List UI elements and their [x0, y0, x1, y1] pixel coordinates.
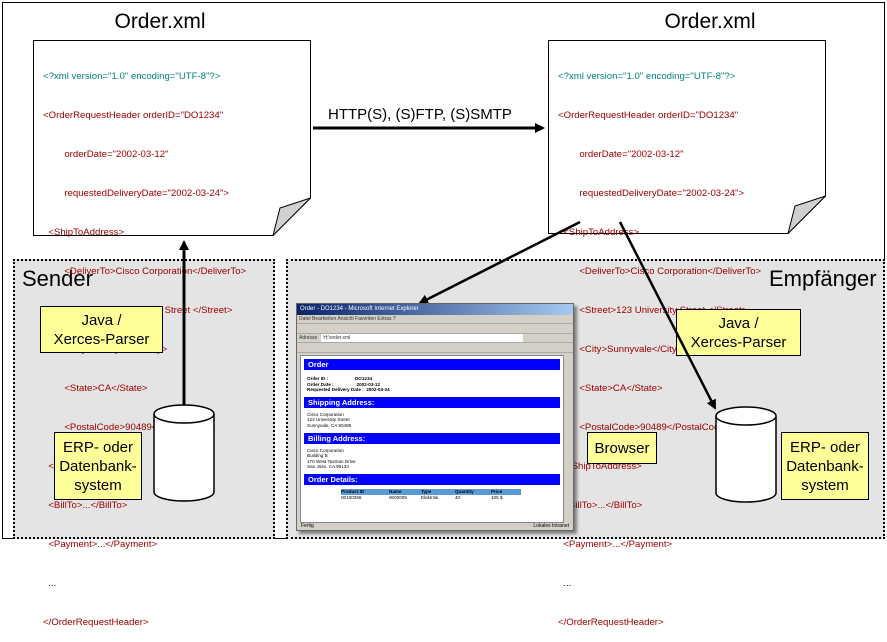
sender-parser-box: Java / Xerces-Parser: [40, 306, 163, 353]
protocol-label: HTTP(S), (S)FTP, (S)SMTP: [328, 106, 512, 123]
browser-window: Order - DO1234 - Microsoft Internet Expl…: [296, 303, 574, 531]
xml-line: <ShipToAddress>: [43, 227, 125, 238]
xml-line: <OrderRequestHeader orderID="DO1234": [558, 110, 739, 121]
doc-to-browser-arrow: [418, 220, 581, 305]
billing-text: Cisco Corporation Building B 170 West Ta…: [307, 447, 356, 470]
browser-title-bar: Order - DO1234 - Microsoft Internet Expl…: [297, 304, 573, 315]
sender-erp-label: ERP- oder Datenbank- system: [59, 438, 137, 494]
xml-line: <City>Sunnyvale</City>: [558, 344, 683, 355]
address-label: Adresse: [299, 335, 318, 341]
details-cell: WD0005: [389, 494, 407, 500]
xml-line: </ShipToAddress>: [558, 461, 642, 472]
xml-line: <PostalCode>90489</PostalCode>: [43, 422, 216, 433]
xml-line: orderDate="2002-03-12": [558, 149, 684, 160]
doc-to-database-arrow: [618, 221, 717, 410]
details-header: Type: [421, 488, 455, 495]
xml-line: <BillTo>...</BillTo>: [558, 500, 643, 511]
left-doc-title: Order.xml: [114, 10, 206, 33]
browser-links-bar: [297, 343, 573, 353]
details-header: Quantity: [455, 488, 491, 495]
shipping-text: Cisco Corporation 123 University Street …: [307, 411, 352, 428]
xml-line: <State>CA</State>: [43, 383, 148, 394]
browser-toolbar: [297, 324, 573, 334]
section-shipping: Shipping Address:: [304, 396, 560, 408]
browser-page: Order Order ID : DO1234 Order Date : 200…: [300, 355, 564, 523]
details-table: Product ID Name Type Quantity Price 0010…: [341, 488, 563, 501]
xml-line: <ShipToAddress>: [558, 227, 640, 238]
xml-line: </OrderRequestHeader>: [43, 617, 149, 628]
receiver-erp-label: ERP- oder Datenbank- system: [786, 438, 864, 494]
browser-address-bar: Adresse H:\order.xml: [297, 334, 573, 343]
details-header: Price: [491, 488, 521, 495]
xml-line: <?xml version="1.0" encoding="UTF-8"?>: [43, 71, 221, 82]
receiver-parser-box: Java / Xerces-Parser: [676, 309, 801, 356]
details-header: Name: [389, 488, 421, 495]
browser-label: Browser: [594, 439, 650, 457]
details-cell: 105 $: [491, 494, 503, 500]
sender-title: Sender: [22, 266, 93, 291]
xml-line: <PostalCode>90489</PostalCode>: [558, 422, 731, 433]
details-cell: 40: [455, 494, 461, 500]
status-left: Fertig: [301, 523, 314, 529]
sender-database-icon: [153, 404, 215, 502]
order-fields: Order ID : DO1234 Order Date : 2002-03-1…: [307, 376, 390, 393]
status-right: Lokales Intranet: [533, 523, 569, 529]
sender-erp-box: ERP- oder Datenbank- system: [54, 432, 142, 500]
xml-line: <OrderRequestHeader orderID="DO1234": [43, 110, 224, 121]
xml-line: <BillTo>...</BillTo>: [43, 500, 128, 511]
receiver-erp-box: ERP- oder Datenbank- system: [781, 432, 869, 500]
xml-line: <?xml version="1.0" encoding="UTF-8"?>: [558, 71, 736, 82]
sender-parser-label: Java / Xerces-Parser: [53, 311, 150, 348]
section-details: Order Details:: [304, 473, 560, 485]
xml-line: <State>CA</State>: [558, 383, 663, 394]
xml-line: orderDate="2002-03-12": [43, 149, 169, 160]
xml-line: requestedDeliveryDate="2002-03-24">: [43, 188, 230, 199]
xml-line: requestedDeliveryDate="2002-03-24">: [558, 188, 745, 199]
section-order: Order: [304, 359, 560, 370]
xml-line: ...: [43, 578, 57, 589]
diagram-connectors: [153, 123, 777, 503]
left-doc-page: [33, 40, 311, 236]
details-cell: 00100356: [341, 494, 362, 500]
receiver-database-icon: [715, 406, 777, 503]
browser-label-box: Browser: [587, 432, 657, 464]
section-billing: Billing Address:: [304, 432, 560, 444]
receiver-parser-label: Java / Xerces-Parser: [690, 314, 787, 351]
xml-line: <DeliverTo>Cisco Corporation</DeliverTo>: [43, 266, 247, 277]
receiver-title: Empfänger: [769, 266, 877, 291]
details-cell: Elektrisk: [421, 494, 439, 500]
right-doc-page: [548, 40, 826, 234]
xml-line: ...: [558, 578, 572, 589]
browser-menu-bar: Datei Bearbeiten Ansicht Favoriten Extra…: [297, 315, 573, 324]
address-field[interactable]: H:\order.xml: [321, 334, 524, 342]
browser-status-bar: Fertig Lokales Intranet: [297, 522, 573, 530]
details-header: Product ID: [341, 488, 389, 495]
xml-line: </OrderRequestHeader>: [558, 617, 664, 628]
right-doc-title: Order.xml: [664, 10, 756, 33]
xml-line: <DeliverTo>Cisco Corporation</DeliverTo>: [558, 266, 762, 277]
